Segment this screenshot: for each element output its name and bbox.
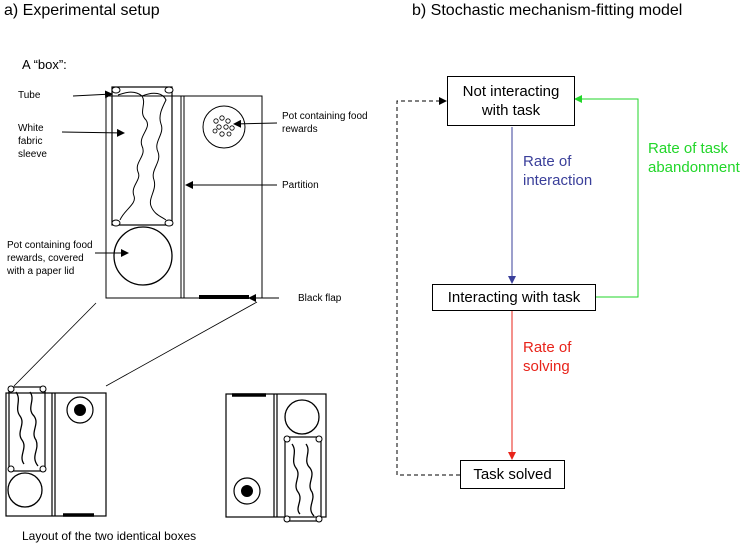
tube: [111, 86, 173, 226]
pot-top-leader: [233, 119, 278, 128]
rate-abandonment-label: Rate of task abandonment: [648, 140, 740, 176]
large-box: [105, 86, 263, 299]
fabric-sleeve: [117, 91, 167, 221]
state-not-interacting: Not interacting with task: [447, 76, 575, 126]
small-box-left: [5, 385, 107, 517]
small-tube-right: [284, 436, 322, 522]
small-rewards-left: [74, 404, 86, 416]
small-rewards-right: [241, 485, 253, 497]
state-solved-label: Task solved: [473, 466, 552, 483]
rate-solving-label: Rate of solving: [523, 339, 572, 375]
layout-caption: Layout of the two identical boxes: [22, 529, 197, 543]
tube-corner-br: [164, 219, 174, 227]
tube-corner-tl: [111, 86, 121, 94]
rate-interaction-label: Rate of interaction: [523, 153, 593, 189]
small-pot-top-left: [66, 396, 94, 424]
panel-a-title: a) Experimental setup: [4, 2, 160, 19]
label-leaders: [61, 90, 279, 302]
panel-b-title: b) Stochastic mechanism-fitting model: [412, 2, 683, 19]
box-label: A “box”:: [22, 57, 67, 72]
state-interacting-label: Interacting with task: [447, 289, 581, 306]
sleeve-leader: [61, 128, 125, 137]
flap-label: Black flap: [298, 293, 342, 304]
small-pot-top-right: [284, 399, 320, 435]
arrow-abandonment: [574, 95, 639, 298]
small-box-right: [225, 393, 327, 523]
small-tube-left: [8, 386, 46, 472]
pot-bottom-label: Pot containing food rewards, covered wit…: [7, 240, 93, 277]
sleeve-label: White fabric sleeve: [18, 123, 47, 160]
pot-top: [202, 105, 246, 149]
small-pot-bottom-right: [233, 477, 261, 505]
state-interacting: Interacting with task: [432, 284, 596, 311]
zoom-line-right: [105, 301, 258, 387]
zoom-line-left: [13, 302, 97, 387]
partition-label: Partition: [282, 180, 319, 191]
state-solved: Task solved: [460, 460, 565, 489]
small-pot-bottom-left: [7, 472, 43, 508]
state-not-interacting-label: Not interacting with task: [462, 83, 560, 119]
pot-top-rewards: [212, 115, 235, 137]
tube-corner-bl: [111, 219, 121, 227]
tube-leader: [72, 90, 113, 99]
tube-corner-tr: [164, 86, 174, 94]
tube-label: Tube: [18, 90, 41, 101]
pot-bottom: [113, 226, 173, 286]
pot-top-label: Pot containing food rewards: [282, 111, 368, 135]
arrow-reset-dashed: [396, 97, 460, 476]
